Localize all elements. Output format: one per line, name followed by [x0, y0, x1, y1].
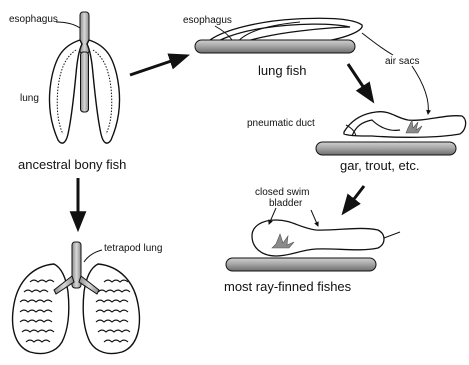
label-pneumatic-duct: pneumatic duct	[247, 119, 315, 129]
ancestral-lungs-figure	[50, 12, 120, 143]
lungfish-gut-tube	[195, 40, 355, 53]
label-air-sacs: air sacs	[385, 57, 419, 67]
label-most-ray-finned: most ray-finned fishes	[224, 280, 351, 293]
closed-swim-leader-right	[311, 210, 318, 226]
ancestral-left-lung	[50, 40, 82, 143]
air-sacs-gar-leader	[412, 66, 428, 114]
tetrapod-lung-figure	[13, 242, 140, 354]
arrow-to-lungfish	[130, 56, 186, 75]
label-tetrapod-lung: tetrapod lung	[104, 244, 162, 254]
gar-air-bladder	[344, 112, 466, 138]
esophagus-left-leader	[56, 22, 80, 28]
rayfinned-figure	[226, 208, 400, 271]
ancestral-right-lung	[87, 40, 119, 143]
arrow-to-gar	[348, 64, 372, 100]
label-esophagus-top: esophagus	[183, 16, 232, 26]
tetrapod-right-lung	[83, 264, 139, 354]
label-bladder: bladder	[269, 199, 302, 209]
label-ancestral-bony-fish: ancestral bony fish	[18, 158, 126, 171]
arrow-to-rayfinned	[344, 186, 364, 212]
swim-bladder-tail	[384, 232, 400, 238]
ancestral-esophagus-tube	[80, 12, 89, 54]
label-lung-fish: lung fish	[258, 64, 306, 77]
ancestral-gut-tube	[81, 52, 89, 112]
label-esophagus-left: esophagus	[9, 15, 58, 25]
gar-figure	[316, 66, 466, 155]
tetrapod-left-lung	[13, 264, 69, 354]
rayfinned-gut-tube	[226, 258, 376, 271]
label-lung: lung	[20, 94, 39, 104]
air-sacs-leader	[362, 33, 393, 55]
tetrapod-lung-leader	[84, 250, 102, 262]
label-gar-trout: gar, trout, etc.	[340, 159, 420, 172]
label-closed-swim: closed swim	[255, 188, 309, 198]
gar-gut-tube	[316, 142, 456, 155]
